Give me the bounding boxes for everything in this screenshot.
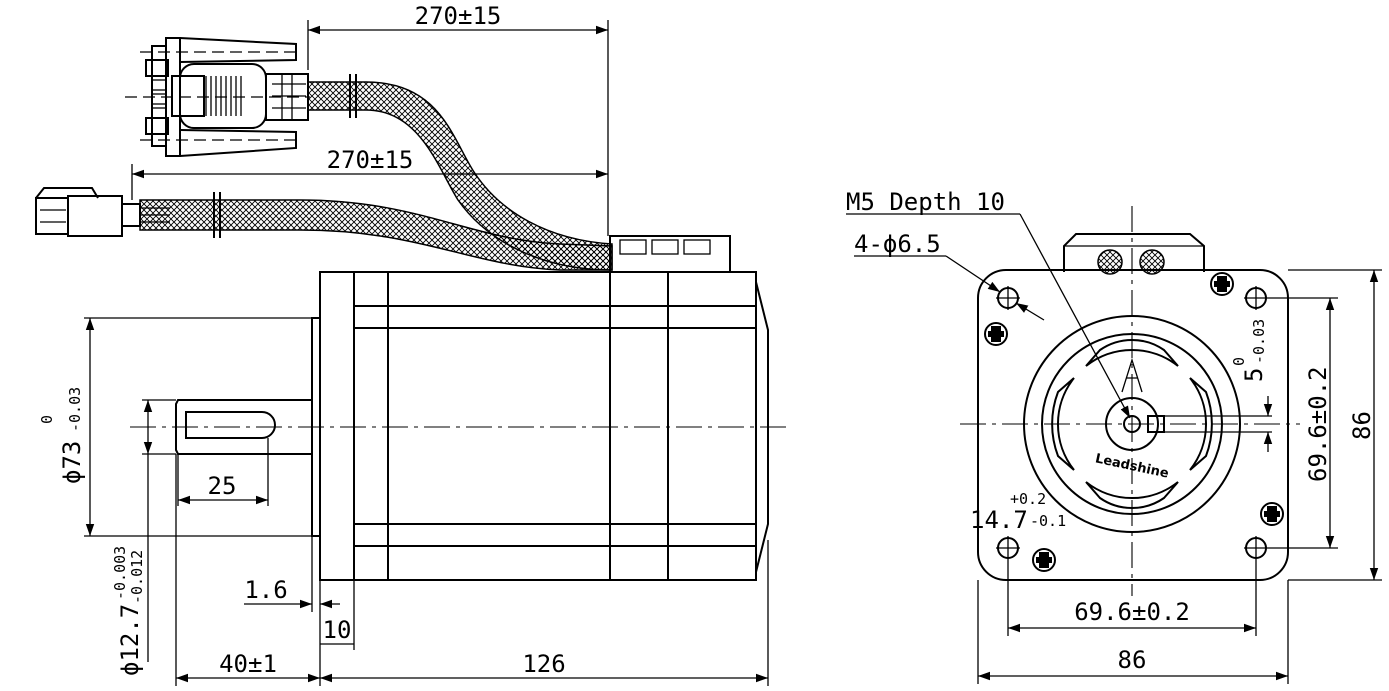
- key-width-tol-upper: 0: [1230, 357, 1248, 366]
- hole-bottom-left: [996, 536, 1020, 560]
- front-callouts: M5 Depth 10 4-ϕ6.5: [846, 188, 1131, 419]
- body-length-label: 126: [522, 650, 565, 678]
- hole-callout: 4-ϕ6.5: [854, 230, 941, 258]
- front-outer-dimensions: 69.6±0.2 86 69.6±0.2 86: [977, 269, 1382, 684]
- front-key-dimensions: 5 0 -0.03 14.7 +0.2 -0.1: [970, 319, 1273, 534]
- key-height-tol-lower: -0.1: [1030, 512, 1066, 530]
- key-height-label: 14.7: [970, 506, 1028, 534]
- shaft-tol-lower: -0.012: [128, 550, 146, 604]
- frame-size-horizontal-label: 86: [1118, 646, 1147, 674]
- hole-pitch-horizontal-label: 69.6±0.2: [1074, 598, 1190, 626]
- shaft-length-label: 40±1: [219, 650, 277, 678]
- key-length-label: 25: [208, 472, 237, 500]
- front-connector: [1063, 233, 1205, 275]
- hole-top-left: [996, 286, 1020, 310]
- connector-grip-ridges: [205, 76, 242, 116]
- power-connector: [35, 187, 170, 237]
- flange-diameter-label: ϕ73: [58, 441, 86, 484]
- hole-top-right: [1244, 286, 1268, 310]
- shaft-diameter-label: ϕ12.7: [116, 604, 144, 676]
- side-view: 270±15 270±15 ϕ73 0 -0.03 25 ϕ12.7 -0.00…: [35, 2, 790, 686]
- key-width-tol-lower: -0.03: [1250, 319, 1268, 364]
- flange-tol-lower: -0.03: [66, 387, 84, 432]
- power-cable: [139, 192, 613, 271]
- front-flange: [977, 269, 1289, 581]
- pilot-depth-label: 10: [323, 616, 352, 644]
- motor-body: [311, 271, 769, 581]
- side-dimensions: 270±15 270±15 ϕ73 0 -0.03 25 ϕ12.7 -0.00…: [38, 2, 769, 686]
- mounting-holes: [996, 286, 1268, 560]
- motor-shaft: [130, 399, 790, 455]
- key-width-label: 5: [1240, 368, 1268, 382]
- cable-exit-block: [609, 235, 731, 273]
- frame-size-vertical-label: 86: [1348, 411, 1376, 440]
- power-cable-length-label: 270±15: [327, 146, 414, 174]
- front-view: Leadshine M5 Depth 10 4-ϕ6.5: [846, 188, 1382, 684]
- shaft-tol-upper: -0.003: [111, 546, 129, 600]
- thread-callout: M5 Depth 10: [846, 188, 1005, 216]
- screw-heads: [984, 272, 1284, 572]
- encoder-cable-length-label: 270±15: [415, 2, 502, 30]
- encoder-db-connector: [125, 37, 310, 157]
- flange-thickness-label: 1.6: [244, 576, 287, 604]
- key-height-tol-upper: +0.2: [1010, 490, 1046, 508]
- hole-pitch-vertical-label: 69.6±0.2: [1304, 366, 1332, 482]
- flange-tol-upper: 0: [38, 415, 56, 424]
- hole-bottom-right: [1244, 536, 1268, 560]
- front-arc-slots: [1051, 339, 1213, 509]
- brand-logo-mark: [1121, 357, 1143, 393]
